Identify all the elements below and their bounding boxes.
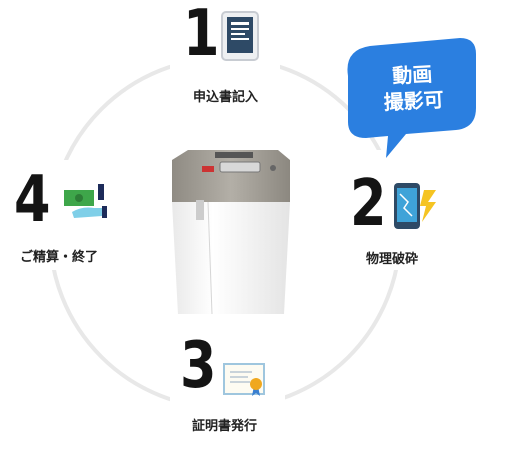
shredder-machine xyxy=(172,150,290,315)
step-1-label: 申込書記入 xyxy=(193,90,259,105)
step-3-label: 証明書発行 xyxy=(192,419,258,434)
certificate-icon xyxy=(223,363,265,396)
step-3-number: 3 xyxy=(180,329,216,403)
step-2-number: 2 xyxy=(350,167,386,241)
cash-hand-icon xyxy=(64,184,107,218)
tablet-document-icon xyxy=(221,11,259,61)
video-ok-badge xyxy=(347,38,476,158)
broken-phone-icon xyxy=(394,183,436,229)
step-1-number: 1 xyxy=(183,0,219,71)
step-4-label: ご精算・終了 xyxy=(20,250,99,265)
step-4-number: 4 xyxy=(14,163,50,237)
step-2-label: 物理破砕 xyxy=(366,252,419,267)
video-ok-badge-text: 動画 撮影可 xyxy=(357,59,470,117)
